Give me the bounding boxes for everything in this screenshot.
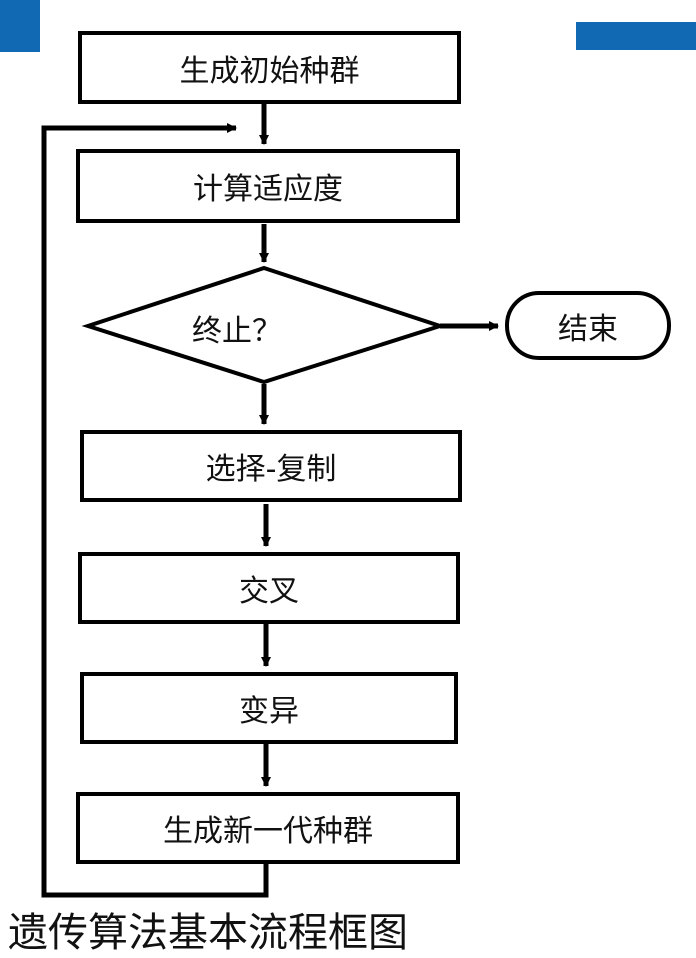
step-mutation-label: 变异 bbox=[239, 694, 299, 729]
step-selection-copy: 选择-复制 bbox=[80, 430, 462, 502]
decision-diamond bbox=[81, 265, 447, 385]
figure-caption: 遗传算法基本流程框图 bbox=[8, 910, 408, 956]
accent-bar-left bbox=[0, 0, 40, 52]
step-mutation: 变异 bbox=[80, 672, 458, 744]
step-init-population: 生成初始种群 bbox=[78, 31, 461, 104]
decision-label: 终止？ bbox=[192, 314, 282, 349]
step-crossover-label: 交叉 bbox=[239, 574, 299, 609]
step-compute-fitness: 计算适应度 bbox=[76, 149, 460, 223]
accent-bar-right bbox=[576, 22, 696, 50]
terminal-end-label: 结束 bbox=[558, 311, 618, 347]
terminal-end: 结束 bbox=[505, 291, 671, 360]
step-compute-fitness-label: 计算适应度 bbox=[193, 172, 343, 207]
step-crossover: 交叉 bbox=[78, 552, 460, 624]
step-init-population-label: 生成初始种群 bbox=[179, 53, 360, 89]
step-selection-copy-label: 选择-复制 bbox=[205, 452, 337, 487]
step-new-generation: 生成新一代种群 bbox=[76, 792, 460, 864]
loop-back-connector bbox=[41, 123, 269, 898]
step-new-generation-label: 生成新一代种群 bbox=[163, 814, 373, 849]
